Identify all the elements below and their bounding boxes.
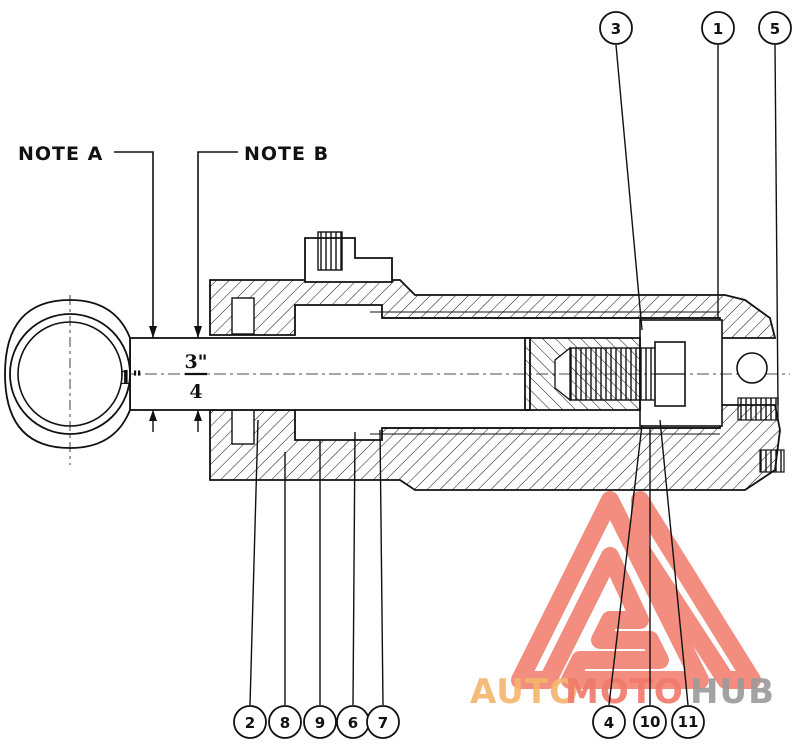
note-a-leader (114, 151, 157, 432)
callout-1: 1 (701, 11, 735, 45)
piston-rod (30, 337, 790, 411)
callout-2: 2 (233, 705, 267, 739)
callout-leaders (249, 44, 779, 706)
svg-text:5: 5 (770, 20, 780, 38)
rod-eye (4, 295, 131, 465)
callout-4: 4 (592, 705, 626, 739)
note-a-label: NOTE A (18, 143, 103, 165)
callout-8: 8 (268, 705, 302, 739)
callout-9: 9 (303, 705, 337, 739)
callout-10: 10 (633, 705, 667, 739)
svg-text:9: 9 (315, 714, 325, 732)
note-b-label: NOTE B (244, 143, 329, 165)
watermark-logo (511, 491, 761, 689)
watermark-moto: MOTO (565, 672, 684, 712)
dimension-1-inch: 1" (119, 367, 142, 389)
port-fitting (304, 231, 393, 283)
dimension-3-4-denominator: 4 (189, 381, 202, 403)
svg-text:6: 6 (348, 714, 358, 732)
callout-3: 3 (599, 11, 633, 45)
svg-text:3: 3 (611, 20, 621, 38)
svg-text:8: 8 (280, 714, 290, 732)
svg-text:1: 1 (713, 20, 723, 38)
dimension-3-4-numerator: 3" (184, 351, 207, 373)
callout-11: 11 (671, 705, 705, 739)
svg-text:11: 11 (678, 713, 699, 731)
svg-text:4: 4 (604, 714, 614, 732)
svg-text:10: 10 (640, 713, 661, 731)
svg-text:7: 7 (378, 714, 388, 732)
callout-5: 5 (758, 11, 792, 45)
callout-6: 6 (336, 705, 370, 739)
clevis-end (736, 352, 785, 473)
watermark-hub: HUB (690, 672, 775, 712)
watermark-auto: AUTO (470, 672, 579, 712)
svg-text:2: 2 (245, 714, 255, 732)
callout-7: 7 (366, 705, 400, 739)
note-b-leader (194, 151, 238, 432)
